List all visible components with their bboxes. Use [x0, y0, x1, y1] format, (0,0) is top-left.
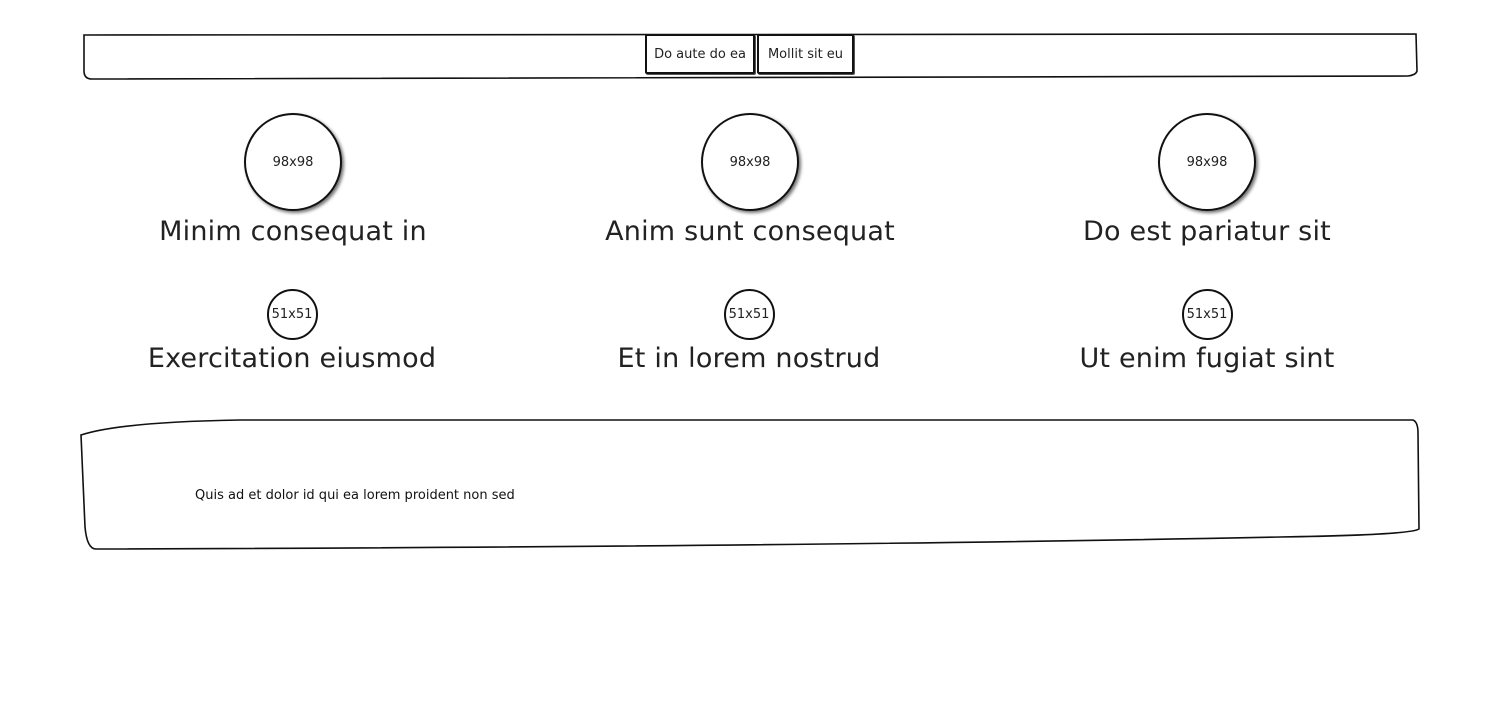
footer-panel — [80, 419, 1420, 551]
feature-card: 98x98 Minim consequat in — [93, 113, 493, 250]
feature-title: Do est pariatur sit — [1083, 216, 1331, 247]
header-bar — [82, 33, 1418, 80]
feature-card-small: 51x51 Ut enim fugiat sint — [1007, 289, 1407, 377]
feature-title: Anim sunt consequat — [605, 216, 895, 247]
feature-title-small: Ut enim fugiat sint — [1079, 343, 1335, 374]
feature-title-small: Exercitation eiusmod — [147, 343, 437, 374]
feature-title: Minim consequat in — [159, 216, 427, 247]
feature-card: 98x98 Do est pariatur sit — [1007, 113, 1407, 250]
feature-card: 98x98 Anim sunt consequat — [550, 113, 950, 250]
header-bar-outline — [83, 33, 1418, 80]
avatar-placeholder: 98x98 — [244, 113, 342, 211]
feature-card-small: 51x51 Exercitation eiusmod — [92, 289, 492, 377]
avatar-placeholder-small: 51x51 — [266, 289, 318, 340]
feature-card-small: 51x51 Et in lorem nostrud — [549, 289, 949, 377]
avatar-placeholder-small: 51x51 — [1181, 289, 1233, 340]
nav-button-do-aute[interactable]: Do aute do ea — [645, 34, 755, 74]
footer-text: Quis ad et dolor id qui ea lorem proiden… — [195, 488, 515, 503]
avatar-placeholder-small: 51x51 — [723, 289, 775, 340]
footer-panel-outline — [80, 419, 1420, 550]
feature-title-small: Et in lorem nostrud — [617, 343, 881, 374]
avatar-placeholder: 98x98 — [1158, 113, 1256, 211]
nav-button-group: Do aute do ea Mollit sit eu — [645, 34, 854, 74]
avatar-placeholder: 98x98 — [701, 113, 799, 211]
nav-button-mollit[interactable]: Mollit sit eu — [757, 34, 854, 74]
